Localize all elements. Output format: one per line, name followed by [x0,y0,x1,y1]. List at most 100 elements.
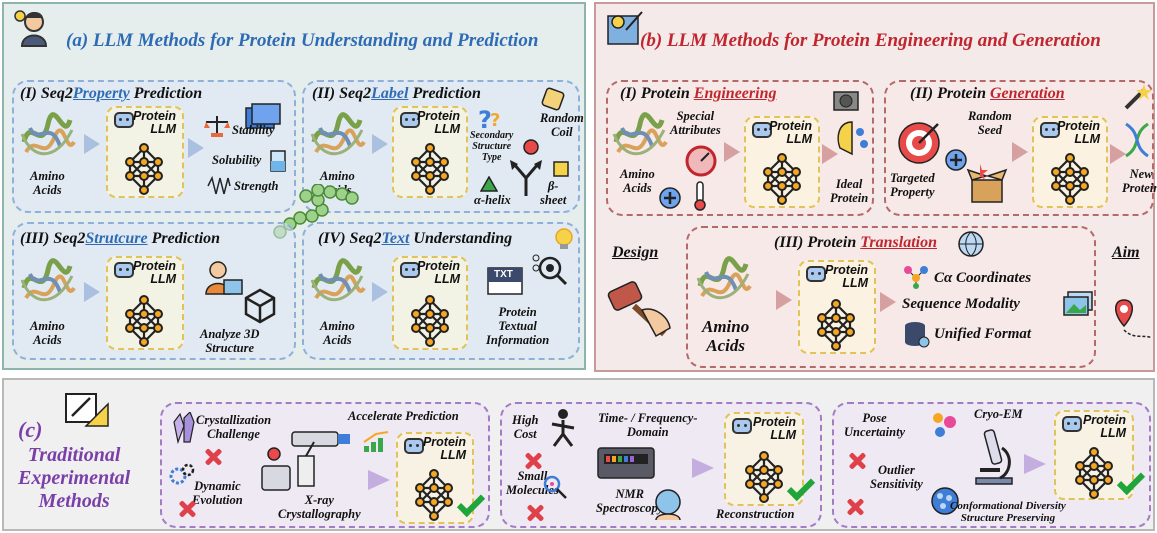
protein-structure-icon [310,258,368,312]
cryo-em-label: Cryo-EM [974,407,1023,421]
cross-icon [178,500,196,518]
title-prefix: (III) Protein [774,234,861,251]
particles-icon [930,410,960,445]
xray-machine-icon [258,430,358,505]
triangle-shape-icon [479,175,499,197]
traditional-methods-label: Traditional Experimental Methods [18,444,131,512]
ca-coordinates-label: Cα Coordinates [934,270,1032,286]
growth-chart-icon [362,430,392,459]
neural-network-icon [410,294,450,348]
protein-generation-box: (II) Protein Generation Targeted Propert… [884,80,1157,216]
title-suffix: Prediction [147,230,221,247]
protein-llm-box: Protein LLM [1054,410,1134,500]
analyst-icon [200,258,244,303]
title-prefix: (II) Seq2 [312,85,372,102]
panel-c: (c) Traditional Experimental Methods Cry… [2,378,1155,531]
translation-title: (III) Protein Translation [774,234,937,252]
high-cost-label: High Cost [512,413,539,441]
molecule-search-icon [540,474,570,505]
flow-arrow [372,134,388,154]
robot-icon [1062,416,1082,432]
flow-arrow [724,142,740,162]
flow-arrow [368,470,390,490]
protein-llm-box: Protein LLM [744,116,820,208]
protein-llm-label: Protein LLM [824,263,868,291]
scientist-icon [12,8,56,53]
neural-network-icon [762,152,802,206]
title-key: Translation [860,234,937,251]
crystallization-label: Crystallization Challenge [196,413,272,441]
protein-engineering-box: (I) Protein Engineering Special Attribut… [606,80,874,216]
robot-icon [400,112,420,128]
amino-acids-label: Amino Acids [30,169,65,197]
neural-network-icon [744,450,784,504]
amino-acids-label: Amino Acids [320,319,355,347]
analyze-3d-label: Analyze 3D Structure [200,327,260,355]
seq2text-title: (IV) Seq2Text Understanding [318,230,512,248]
location-pin-icon [1110,296,1154,349]
magic-wand-icon [1122,82,1152,117]
hammer-hand-icon [604,276,676,345]
globe-sync-icon [954,228,988,265]
flow-arrow [84,282,100,302]
title-suffix: Prediction [129,85,203,102]
flow-arrow [822,144,838,164]
cross-icon [526,504,544,522]
flow-arrow [1110,144,1126,164]
gears-icon [168,462,196,493]
cube-icon [240,286,280,331]
protein-llm-label: Protein LLM [132,259,176,287]
neural-network-icon [414,468,454,522]
targeted-property-label: Targeted Property [890,171,935,199]
flow-arrow [776,290,792,310]
neural-network-icon [410,142,450,196]
strength-label: Strength [234,179,279,193]
database-icon [902,320,930,355]
title-key: Property [72,85,130,102]
folder-icon [244,102,284,137]
flow-arrow [1012,142,1028,162]
title-key: Strutcure [85,230,148,247]
title-suffix: Prediction [408,85,481,102]
magnifier-icon [530,252,572,291]
title-suffix: Understanding [409,230,513,247]
head-scan-icon [652,486,684,527]
flow-arrow [372,282,388,302]
image-gallery-icon [1062,290,1094,323]
cells-icon [930,486,960,521]
robot-icon [752,122,772,138]
design-label: Design [612,244,659,261]
protein-llm-label: Protein LLM [1082,413,1126,441]
accelerate-prediction-label: Accelerate Prediction [348,409,459,423]
nmr-label: NMR Spectroscopy [596,487,664,515]
xray-box: Crystallization Challenge Dynamic Evolut… [160,402,490,528]
panel-b-title: (b) LLM Methods for Protein Engineering … [640,30,1101,51]
circle-shape-icon [522,138,540,161]
title-prefix: (II) Protein [910,85,990,102]
protein-llm-box: Protein LLM [106,256,184,350]
cross-icon [204,448,222,466]
svg-text:?: ? [478,106,492,132]
panel-a-title: (a) LLM Methods for Protein Understandin… [66,30,539,51]
spring-icon [206,174,232,203]
square-shape-icon [552,160,570,183]
balance-icon [204,114,230,143]
neural-network-icon [816,298,856,352]
spectrometer-icon [596,446,656,485]
gift-box-icon [966,160,1008,209]
protein-llm-box: Protein LLM [392,256,468,350]
plus-circle-icon [658,186,682,215]
title-key: Generation [990,85,1065,102]
broken-person-icon [546,408,580,453]
robot-icon [114,112,134,128]
seq2property-box: (I) Seq2Property Prediction Amino Acids … [12,80,296,213]
blueprint-icon [604,8,644,53]
drafting-tools-icon [64,390,110,435]
protein-llm-box: Protein LLM [1032,116,1108,208]
thermometer-icon [688,180,712,217]
protein-structure-icon [696,256,760,316]
protein-llm-label: Protein LLM [132,109,176,137]
random-coil-label: Random Coil [540,111,584,139]
amino-acids-label: Amino Acids [702,317,750,355]
protein-structure-icon [20,112,78,166]
